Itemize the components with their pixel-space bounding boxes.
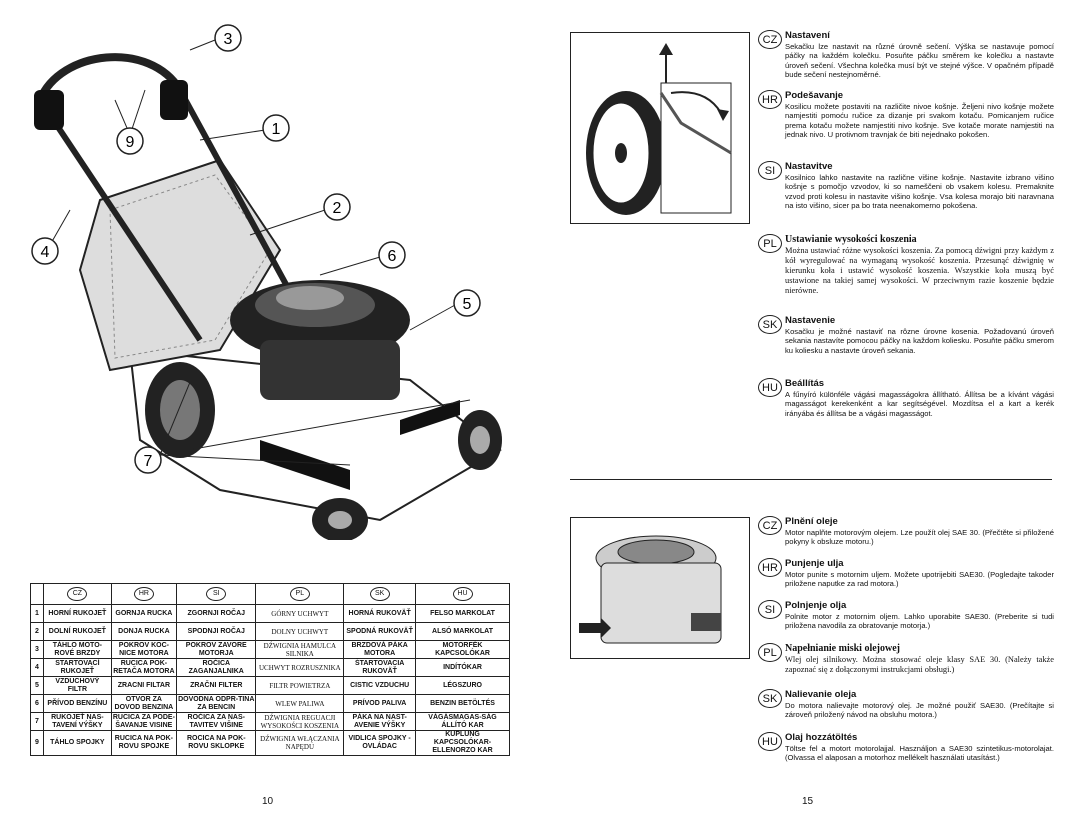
- lang-badge: PL: [758, 643, 782, 662]
- lang-badge: CZ: [67, 587, 88, 601]
- wheel-height-illustration: [570, 32, 750, 224]
- oil-fill-illustration: [570, 517, 750, 659]
- callout-7: 7: [144, 453, 153, 470]
- lang-badge: SI: [758, 161, 782, 180]
- lang-badge: SI: [206, 587, 227, 601]
- left-page: 3 9 1 2 4 6 5 7 CZ HR SI PL SK HU: [30, 24, 510, 807]
- section-title: Nastavení: [785, 30, 830, 41]
- section-body: Motor punite s motornim uljem. Možete up…: [785, 570, 1054, 589]
- section-body: Można ustawiać różne wysokości koszenia.…: [785, 246, 1054, 295]
- page-number: 10: [262, 796, 274, 807]
- section-body: Sekačku lze nastavit na různé úrovně seč…: [785, 42, 1054, 79]
- section-body: Kosilnico lahko nastavite na različne vi…: [785, 173, 1054, 210]
- lang-badge: CZ: [758, 516, 782, 535]
- section-title: Beállítás: [785, 378, 825, 389]
- section-title: Nastavitve: [785, 161, 833, 172]
- callout-6: 6: [388, 248, 397, 265]
- lang-badge: HU: [758, 378, 782, 397]
- callout-2: 2: [333, 200, 342, 217]
- section-title: Ustawianie wysokości koszenia: [785, 234, 917, 245]
- lang-badge: SI: [758, 600, 782, 619]
- callout-4: 4: [41, 244, 50, 261]
- section-title: Olaj hozzátöltés: [785, 732, 858, 743]
- section-title: Plnění oleje: [785, 516, 838, 527]
- section-body: Do motora nalievajte motorový olej. Je m…: [785, 701, 1054, 720]
- lang-badge: SK: [369, 587, 390, 601]
- lang-badge: PL: [289, 587, 310, 601]
- section-title: Punjenje ulja: [785, 558, 844, 569]
- divider: [570, 479, 1052, 480]
- lang-badge: CZ: [758, 30, 782, 49]
- lang-badge: PL: [758, 234, 782, 253]
- callout-9: 9: [126, 134, 135, 151]
- lang-badge: SK: [758, 315, 782, 334]
- lang-badge: HR: [758, 90, 782, 109]
- section-title: Nastavenie: [785, 315, 836, 326]
- callout-1: 1: [272, 121, 281, 138]
- section-body: Kosačku je možné nastaviť na rôzne úrovn…: [785, 327, 1054, 355]
- lawn-mower-illustration: 3 9 1 2 4 6 5 7: [31, 24, 502, 540]
- section-title: Nalievanie oleja: [785, 689, 857, 700]
- callout-5: 5: [463, 296, 472, 313]
- section-body: Motor naplňte motorovým olejem. Lze použ…: [785, 528, 1054, 547]
- callout-3: 3: [224, 31, 233, 48]
- section-body: Polnite motor z motornim oljem. Lahko up…: [785, 612, 1054, 631]
- section-title: Podešavanje: [785, 90, 844, 101]
- section-title: Napełnianie miski olejowej: [785, 643, 900, 654]
- section-body: Wlej olej silnikowy. Można stosować olej…: [785, 655, 1054, 674]
- table-header-row: CZ HR SI PL SK HU: [30, 583, 510, 605]
- page-number: 15: [802, 796, 814, 807]
- lang-badge: SK: [758, 689, 782, 708]
- lang-badge: HR: [133, 587, 154, 601]
- lang-badge: HU: [452, 587, 473, 601]
- section-body: Kosilicu možete postaviti na različite n…: [785, 102, 1054, 139]
- section-title: Polnjenje olja: [785, 600, 847, 611]
- section-body: Töltse fel a motort motorolajjal. Haszná…: [785, 744, 1054, 763]
- section-body: A fűnyíró különféle vágási magasságokra …: [785, 390, 1054, 418]
- lang-badge: HU: [758, 732, 782, 751]
- lang-badge: HR: [758, 558, 782, 577]
